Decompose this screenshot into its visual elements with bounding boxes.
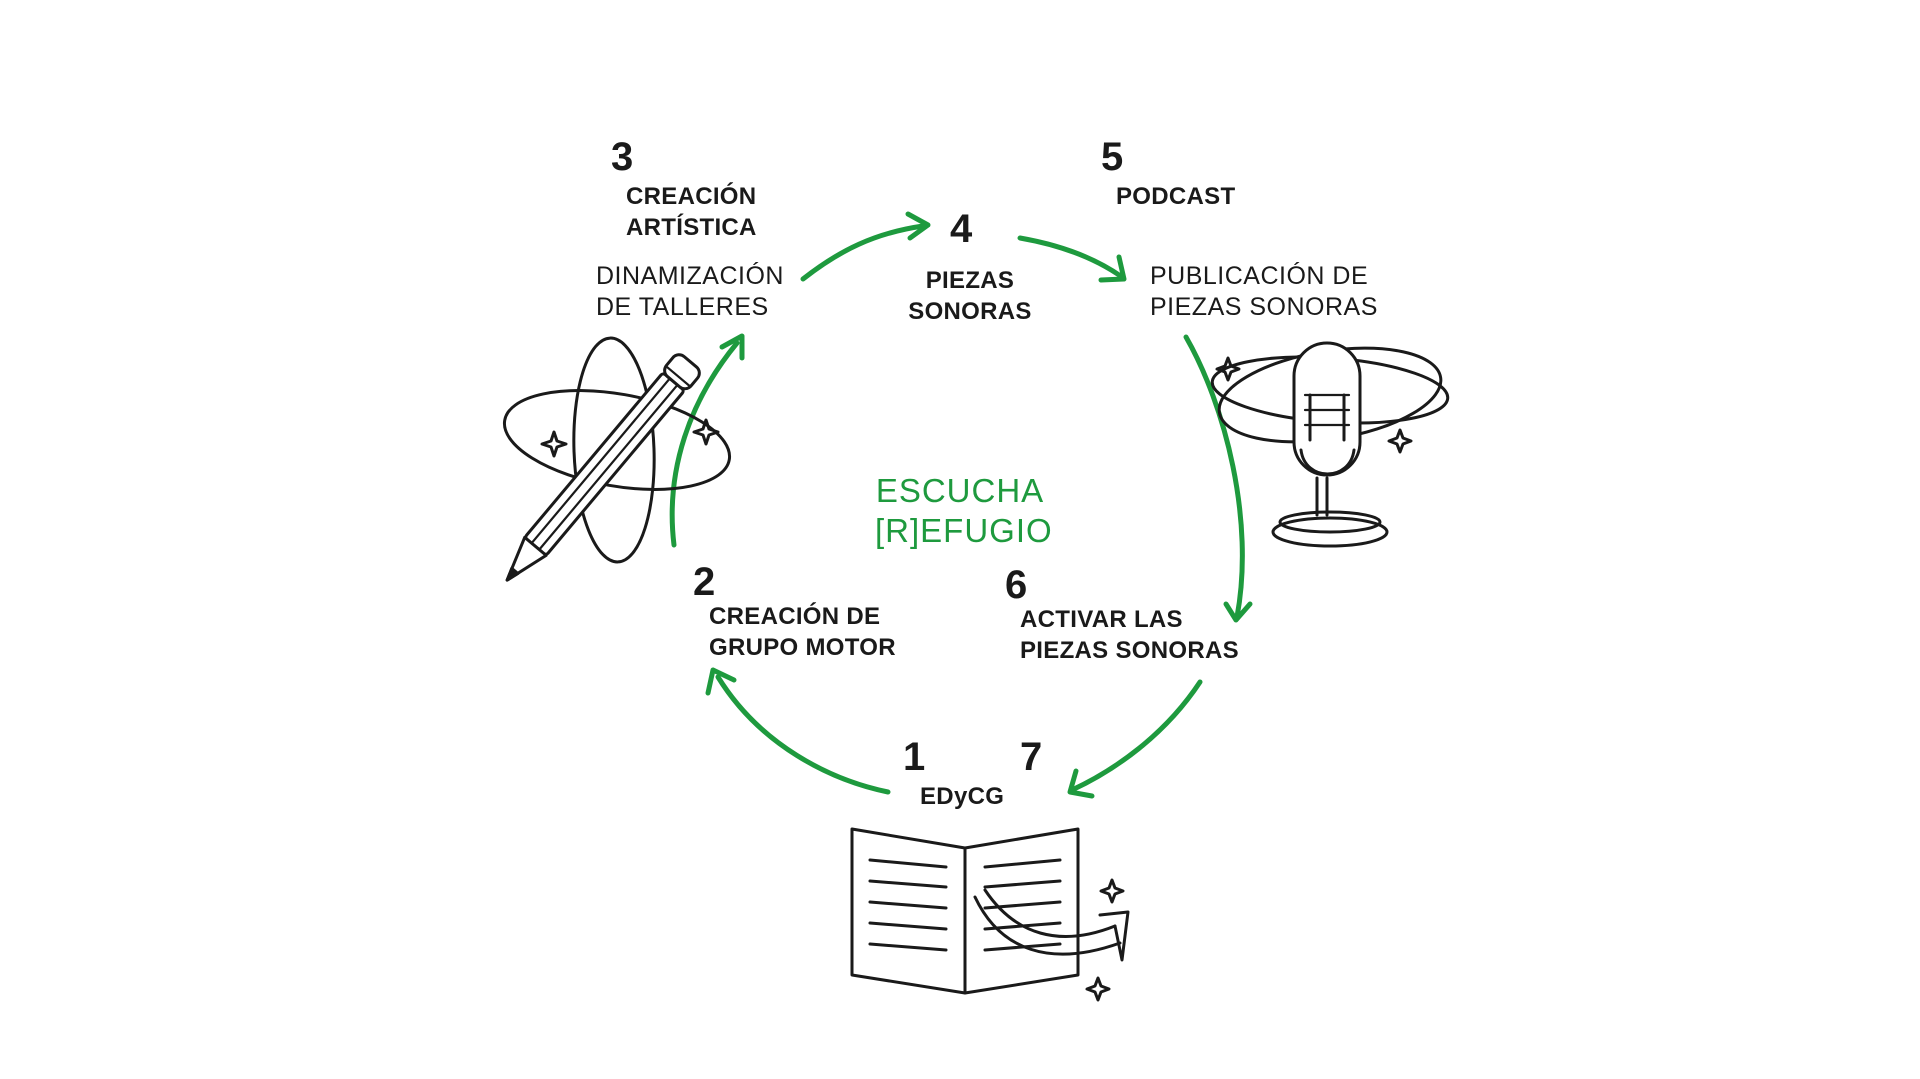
step-5-number: 5 [1101, 135, 1124, 179]
step-1-label: EDyCG [920, 783, 1005, 810]
step-3-sub-line2: DE TALLERES [596, 293, 769, 321]
step-3-number: 3 [611, 135, 634, 179]
sparkle-icon [1215, 356, 1241, 382]
step-1-number: 1 [903, 735, 926, 779]
step-5-label: PODCAST [1116, 183, 1236, 210]
step-3-label-line2: ARTÍSTICA [626, 214, 757, 241]
step-2-label-line2: GRUPO MOTOR [709, 634, 896, 661]
sparkle-icon [692, 418, 720, 446]
arrow-2-to-3 [669, 333, 745, 548]
step-7-number: 7 [1020, 735, 1043, 779]
arrow-4-to-5 [1017, 235, 1127, 283]
sparkle-icon [1099, 878, 1125, 904]
sparkle-icon [540, 430, 568, 458]
step-4-label: PIEZAS SONORAS [900, 265, 1040, 327]
microphone-orbit-icon [1210, 341, 1450, 548]
pencil-orbit-icon [502, 336, 732, 582]
sparkle-icon [1387, 428, 1413, 454]
step-2-label-line1: CREACIÓN DE [709, 603, 881, 630]
step-6-label: ACTIVAR LAS PIEZAS SONORAS [1020, 604, 1239, 666]
step-6-number: 6 [1005, 563, 1028, 607]
sparkle-icon [1085, 976, 1111, 1002]
step-6-label-line2: PIEZAS SONORAS [1020, 637, 1239, 664]
step-3-sub-line1: DINAMIZACIÓN [596, 262, 784, 290]
arrow-1-to-2 [705, 667, 891, 795]
step-2-label: CREACIÓN DE GRUPO MOTOR [709, 601, 896, 663]
step-4-number: 4 [950, 207, 973, 251]
center-title: ESCUCHA [R]EFUGIO [875, 471, 1053, 551]
step-4-label-line1: PIEZAS [925, 267, 1015, 294]
center-title-line1: ESCUCHA [875, 472, 1045, 509]
step-6-label-line1: ACTIVAR LAS [1020, 606, 1183, 633]
step-5-sub-line2: PIEZAS SONORAS [1150, 293, 1378, 321]
step-2-number: 2 [693, 560, 716, 604]
step-3-label-line1: CREACIÓN [626, 183, 757, 210]
arrow-5-to-6 [1183, 334, 1253, 623]
step-3-label: CREACIÓN ARTÍSTICA [626, 181, 757, 243]
arrow-6-to-7 [1067, 679, 1203, 799]
step-3-sub: DINAMIZACIÓN DE TALLERES [596, 261, 784, 323]
arrow-3-to-4 [800, 211, 931, 282]
step-4-label-line2: SONORAS [908, 298, 1032, 325]
step-5-sub-line1: PUBLICACIÓN DE [1150, 262, 1369, 290]
center-title-line2: [R]EFUGIO [875, 512, 1053, 549]
open-book-icon [850, 827, 1130, 1002]
step-5-sub: PUBLICACIÓN DE PIEZAS SONORAS [1150, 261, 1378, 323]
